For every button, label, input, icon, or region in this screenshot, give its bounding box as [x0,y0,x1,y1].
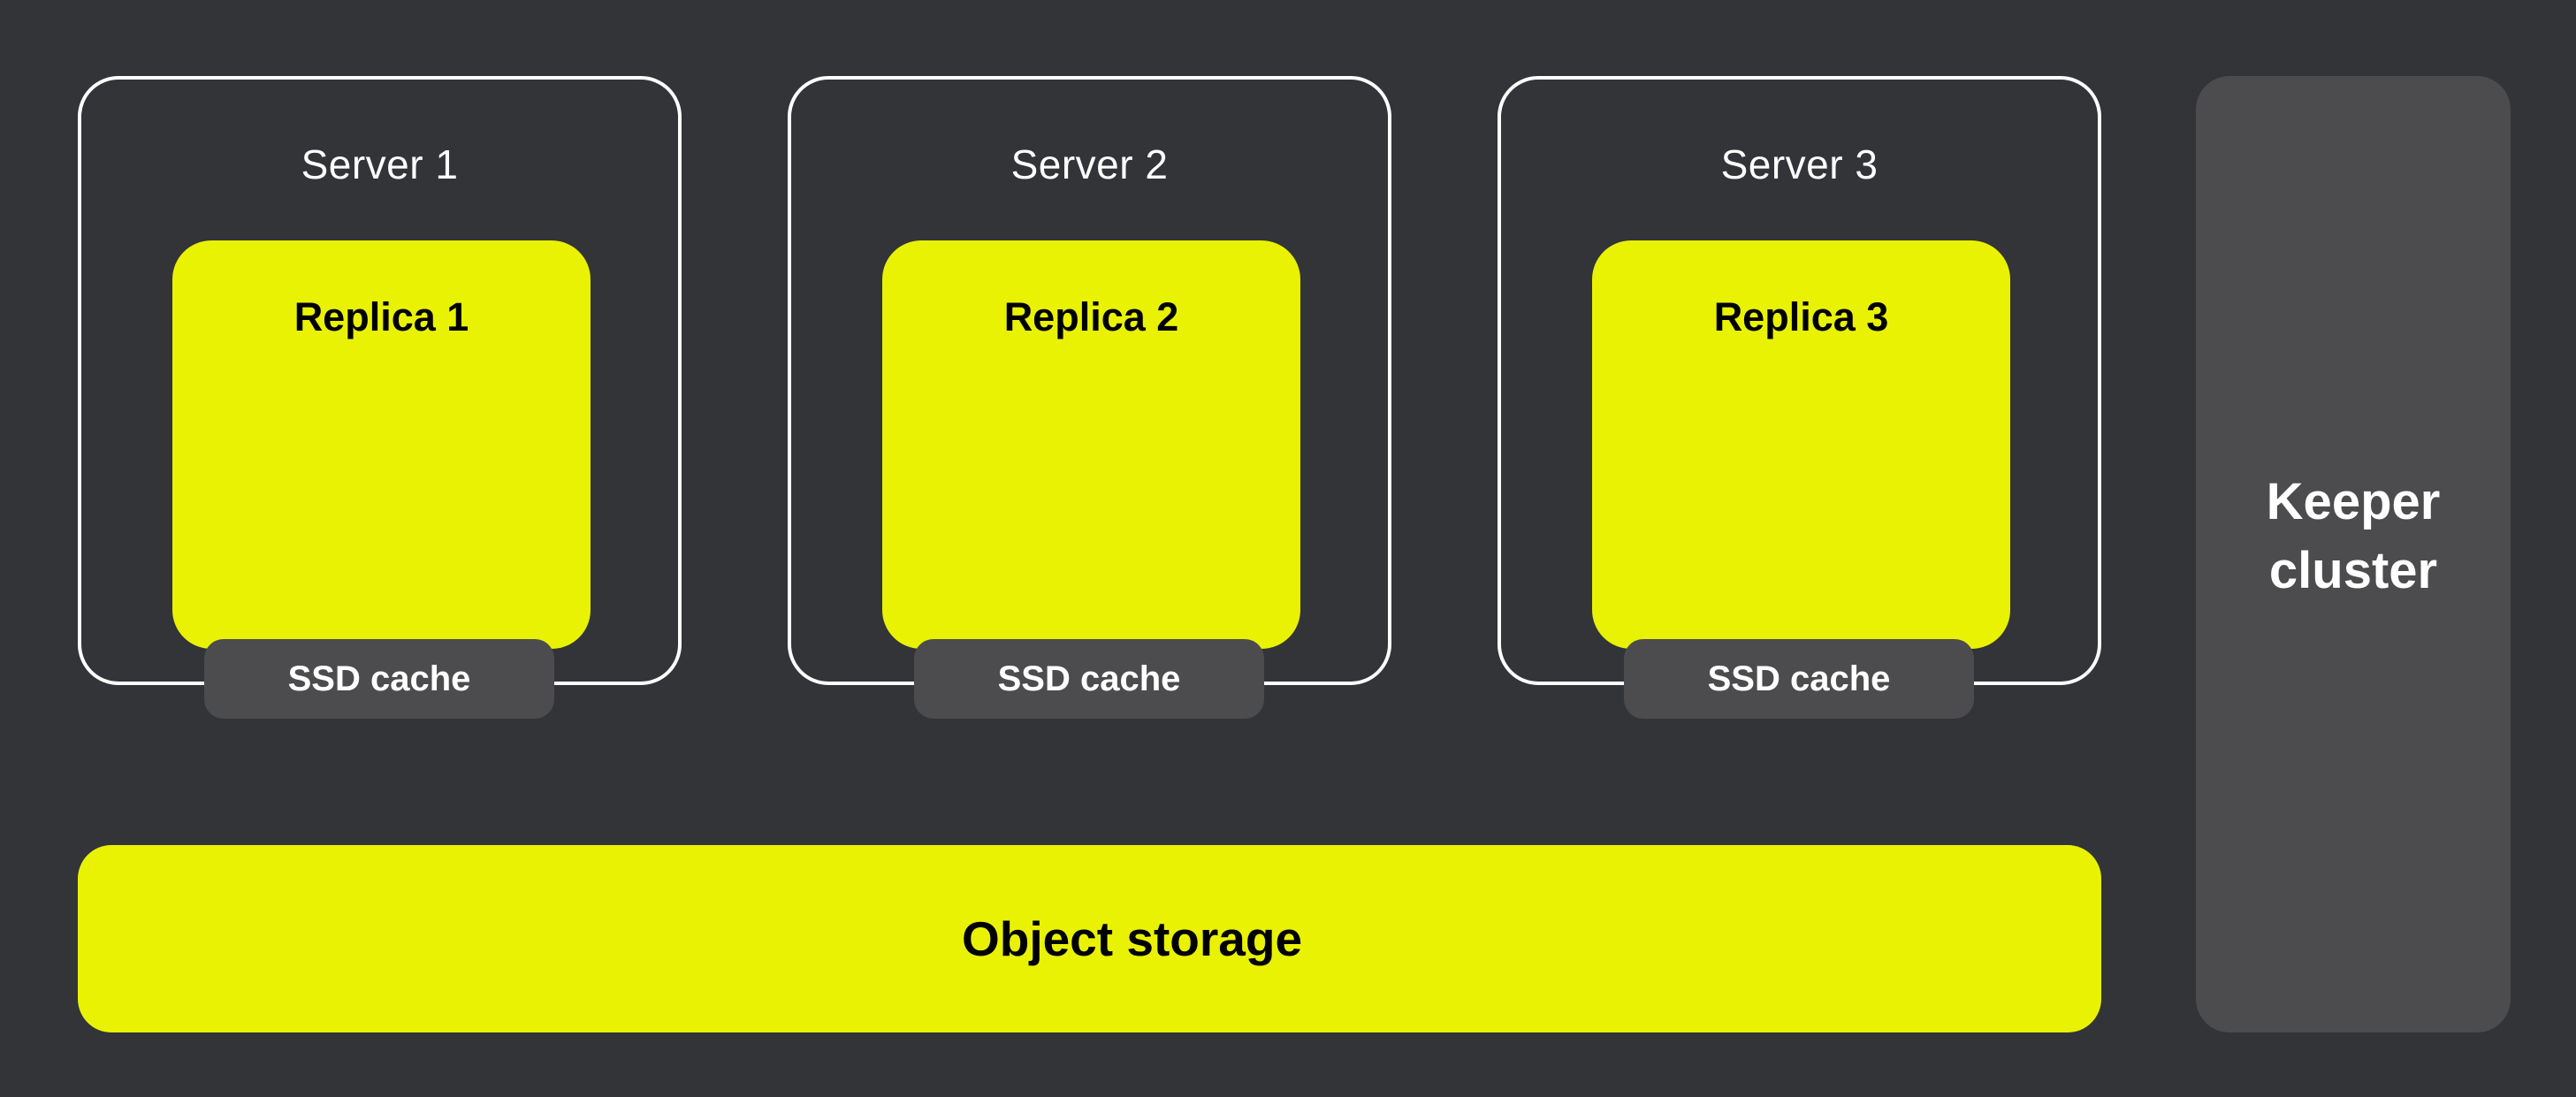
ssd-cache-badge-1: SSD cache [204,639,554,719]
server-3-box: Server 3 Replica 3 [1498,76,2101,685]
ssd-cache-badge-2: SSD cache [914,639,1264,719]
replica-2-label: Replica 2 [1003,294,1179,339]
server-2-box: Server 2 Replica 2 [788,76,1391,685]
object-storage-bar: Object storage [78,845,2101,1032]
replica-1-box: Replica 1 [172,240,591,649]
server-1-title: Server 1 [301,141,459,187]
replica-1-label: Replica 1 [293,294,469,339]
replica-3-label: Replica 3 [1713,294,1889,339]
keeper-cluster-label: Keeper cluster [2266,473,2441,599]
server-2-title: Server 2 [1010,141,1169,187]
server-1-box: Server 1 Replica 1 [78,76,682,685]
replica-2-box: Replica 2 [882,240,1300,649]
ssd-cache-label-2: SSD cache [997,659,1181,698]
ssd-cache-badge-3: SSD cache [1624,639,1974,719]
server-3-title: Server 3 [1720,141,1879,187]
replica-3-box: Replica 3 [1592,240,2010,649]
object-storage-label: Object storage [961,911,1303,966]
ssd-cache-label-1: SSD cache [287,659,471,698]
keeper-cluster-panel: Keeper cluster [2196,76,2511,1032]
ssd-cache-label-3: SSD cache [1707,659,1891,698]
